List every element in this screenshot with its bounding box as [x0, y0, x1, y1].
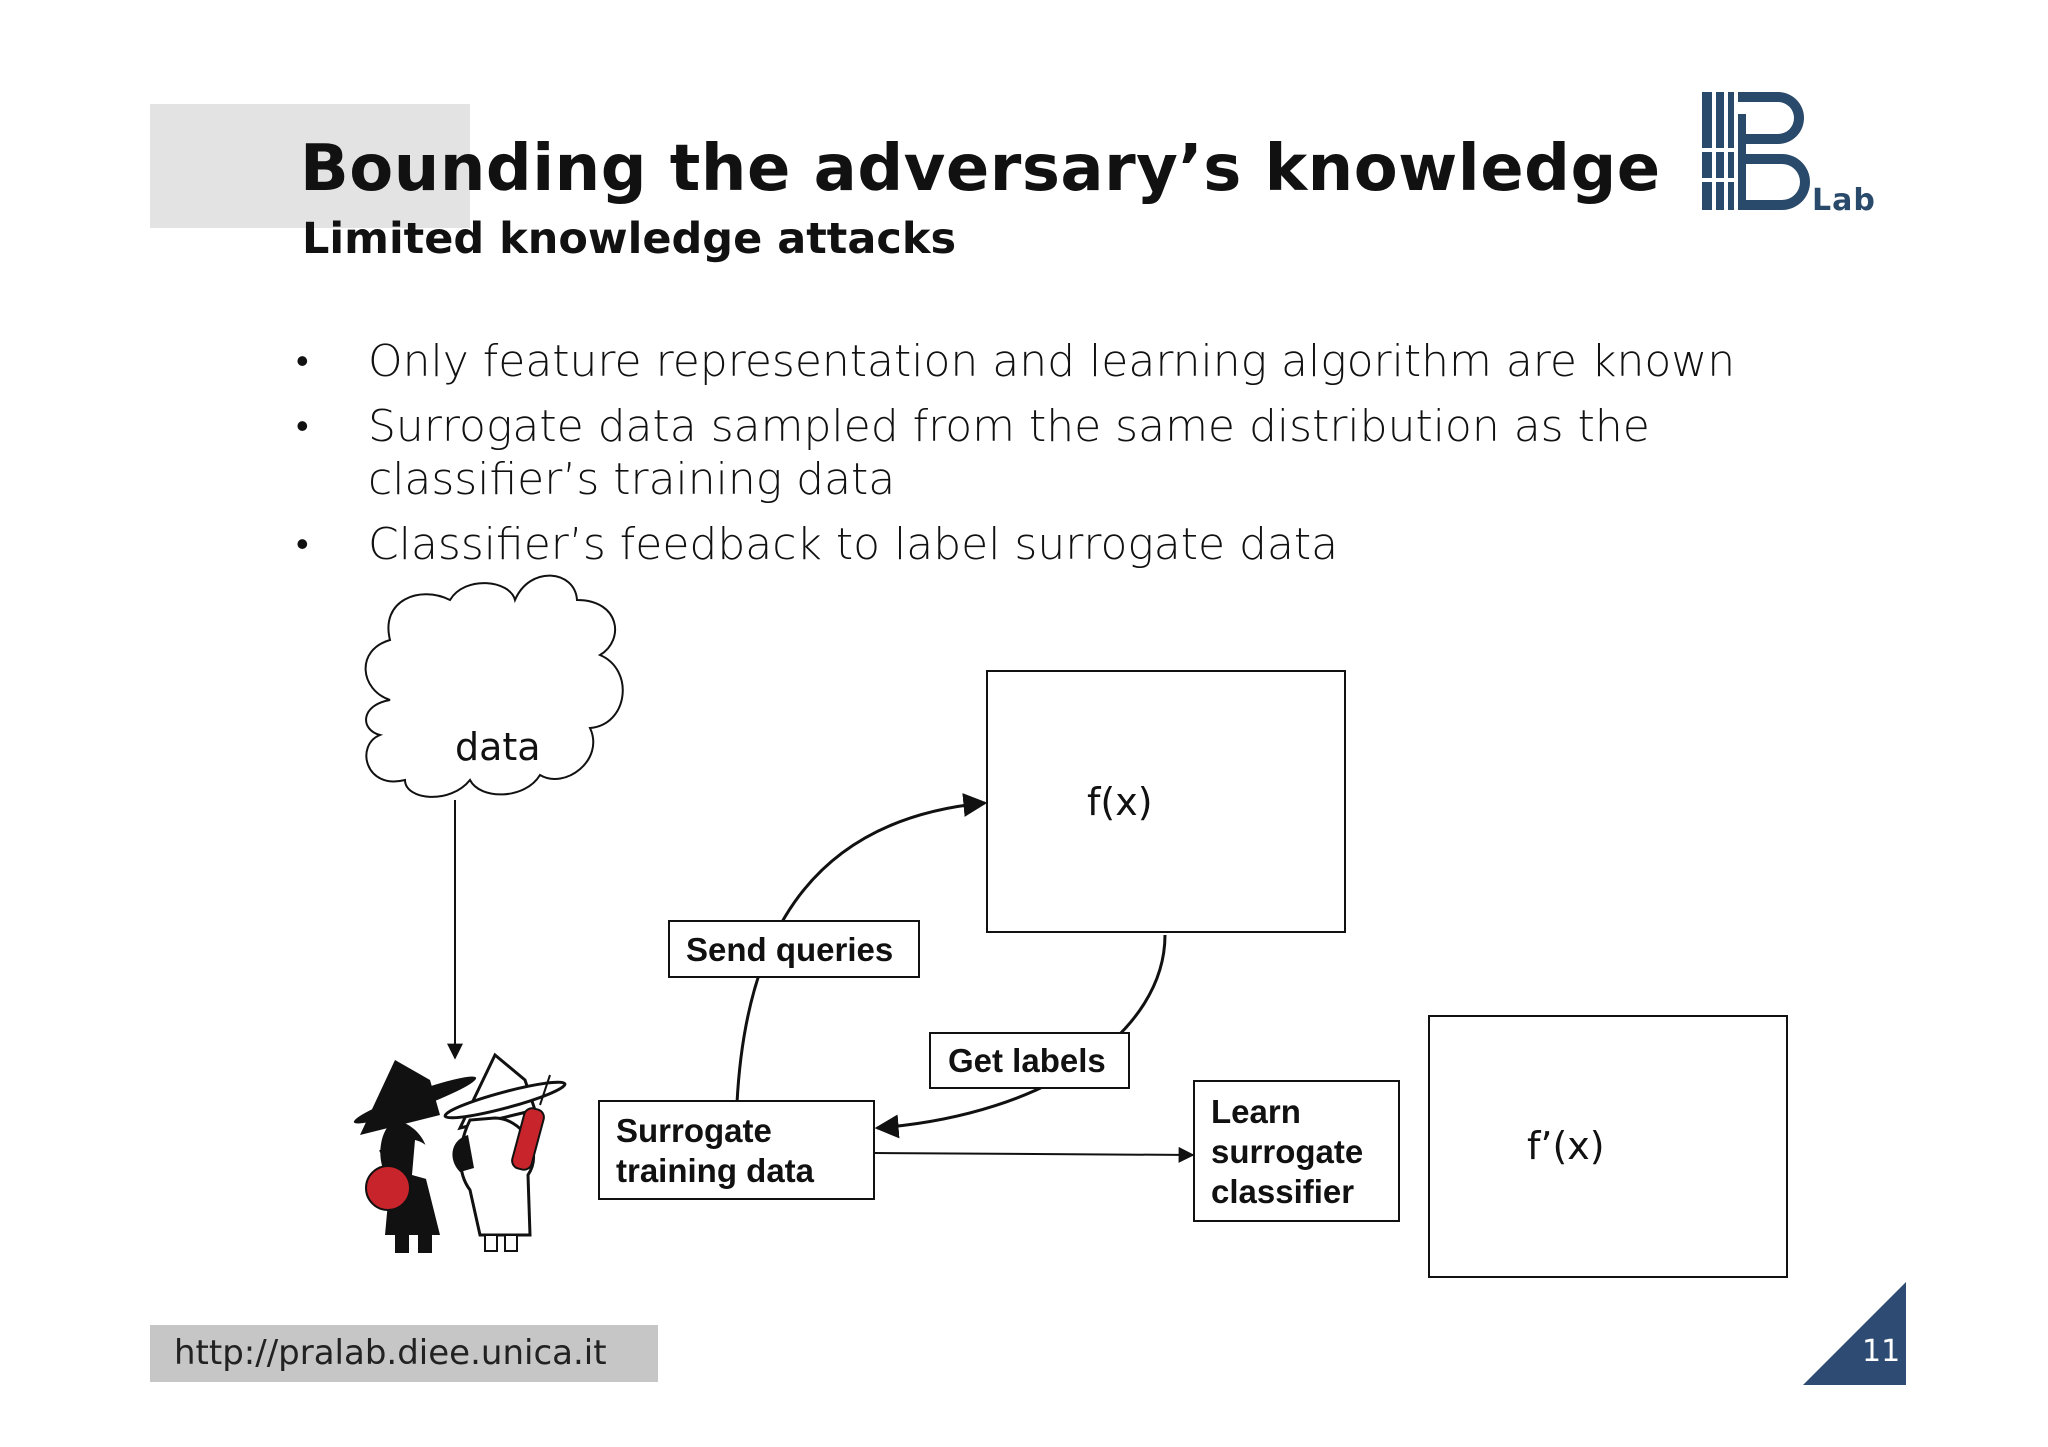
footer-url-link[interactable]: http://pralab.diee.unica.it — [174, 1333, 607, 1373]
target-function-label: f(x) — [1087, 780, 1153, 824]
surrogate-classifier-plot — [1428, 1015, 1788, 1278]
learn-surrogate-classifier-box — [1193, 1080, 1400, 1222]
surrogate-data-line1: Surrogate — [616, 1112, 772, 1149]
page-number: 11 — [1862, 1334, 1901, 1369]
data-cloud-shape — [364, 574, 624, 798]
get-labels-box — [929, 1032, 1130, 1089]
target-classifier-plot — [986, 670, 1346, 933]
bullet-item: • Surrogate data sampled from the same d… — [296, 400, 1746, 506]
learn-line3: classifier — [1211, 1173, 1355, 1210]
pralab-logo-icon — [1700, 92, 1810, 210]
send-queries-arrow — [735, 793, 988, 1104]
bullet-text: Surrogate data sampled from the same dis… — [368, 401, 1650, 505]
learn-arrow — [874, 1146, 1195, 1163]
bullet-marker: • — [296, 341, 309, 382]
learn-line1: Learn — [1211, 1093, 1301, 1130]
bullet-item: • Only feature representation and learni… — [296, 335, 1746, 388]
footer-bar — [150, 1325, 658, 1382]
bullet-marker: • — [296, 406, 309, 447]
surrogate-function-label: f’(x) — [1527, 1124, 1605, 1168]
title-background — [150, 104, 470, 228]
get-labels-label: Get labels — [948, 1042, 1106, 1079]
surrogate-training-data-box — [598, 1100, 875, 1200]
send-queries-box — [668, 920, 920, 978]
surrogate-data-line2: training data — [616, 1152, 815, 1189]
logo-text: Lab — [1812, 183, 1876, 218]
adversary-spies-illustration — [353, 1052, 567, 1253]
slide-title: Bounding the adversary’s knowledge — [300, 132, 1661, 206]
bullet-marker: • — [296, 524, 309, 565]
learn-line2: surrogate — [1211, 1133, 1364, 1170]
slide-subtitle: Limited knowledge attacks — [302, 214, 957, 264]
bullet-text: Classifier’s feedback to label surrogate… — [368, 519, 1339, 570]
page-number-triangle — [1803, 1282, 1906, 1385]
data-cloud-label: data — [455, 725, 541, 769]
bullet-item: • Classifier’s feedback to label surroga… — [296, 518, 1746, 571]
bullet-text: Only feature representation and learning… — [368, 336, 1736, 387]
bullet-list: • Only feature representation and learni… — [296, 335, 1746, 583]
send-queries-label: Send queries — [686, 931, 894, 968]
